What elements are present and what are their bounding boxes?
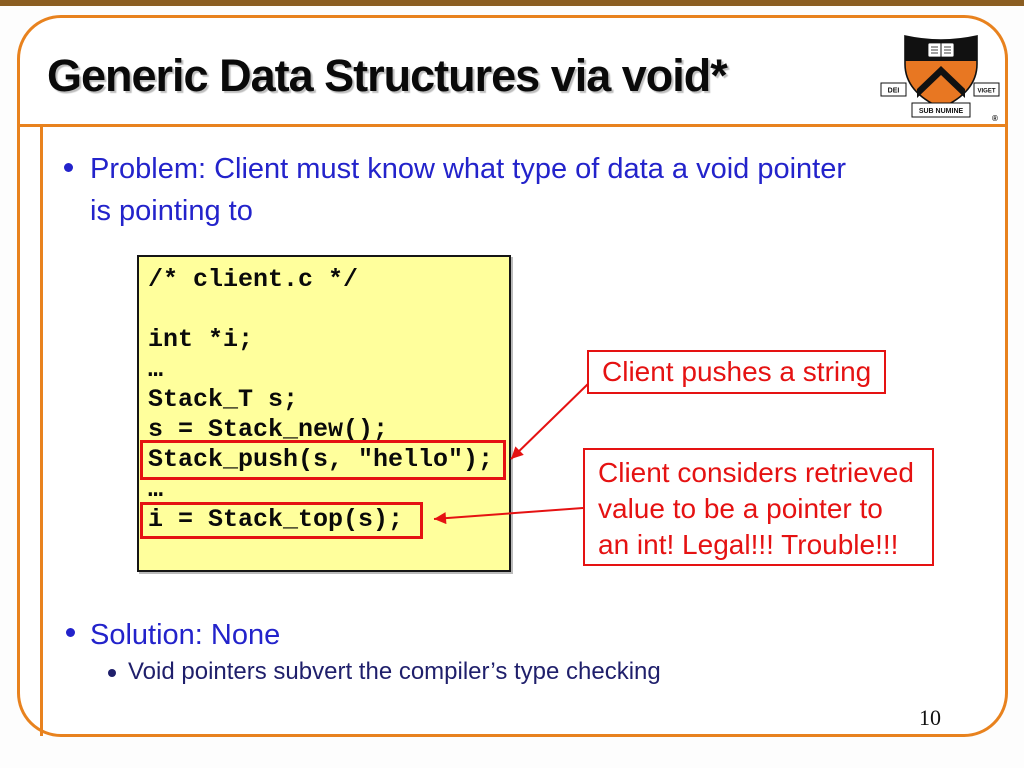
registered-mark: ®	[992, 114, 998, 122]
callout-retrieve-line: value to be a pointer to	[598, 493, 883, 524]
problem-bullet-dot	[64, 163, 73, 172]
callout-retrieve: Client considers retrieved value to be a…	[583, 448, 934, 566]
motto-right-text: VIGET	[977, 89, 995, 95]
top-edge-strip	[0, 0, 1024, 6]
solution-bullet-text: Solution: None	[90, 619, 281, 651]
code-line: /* client.c */	[148, 265, 359, 294]
code-line: …	[148, 355, 164, 384]
code-line: Stack_push(s, "hello");	[148, 445, 494, 474]
callout-push: Client pushes a string	[587, 350, 886, 394]
callout-retrieve-line: Client considers retrieved	[598, 457, 914, 488]
code-line: i = Stack_top(s);	[148, 505, 404, 534]
page-title: Generic Data Structures via void*	[47, 50, 728, 101]
callout-push-text: Client pushes a string	[602, 356, 872, 387]
problem-bullet-text: Problem: Client must know what type of d…	[90, 153, 846, 227]
princeton-crest-icon: DEI VIGET SUB NUMINE ®	[880, 35, 1000, 122]
highlight-box-push	[140, 440, 506, 480]
page-number: 10	[919, 705, 941, 730]
code-line: int *i;	[148, 325, 254, 354]
motto-left-text: DEI	[888, 88, 900, 95]
code-line: Stack_T s;	[148, 385, 299, 414]
code-line: s = Stack_new();	[148, 415, 389, 444]
solution-bullet-dot	[66, 628, 75, 637]
left-margin-rule	[40, 124, 43, 736]
highlight-box-top	[140, 502, 423, 539]
solution-sub-bullet-dot	[108, 669, 116, 677]
code-line: …	[148, 475, 164, 504]
callout-retrieve-line: an int! Legal!!! Trouble!!!	[598, 529, 899, 560]
motto-center-text: SUB NUMINE	[919, 108, 964, 115]
title-underline-rule	[18, 124, 1007, 127]
code-line	[148, 295, 509, 325]
solution-sub-bullet-text: Void pointers subvert the compiler’s typ…	[128, 658, 661, 685]
